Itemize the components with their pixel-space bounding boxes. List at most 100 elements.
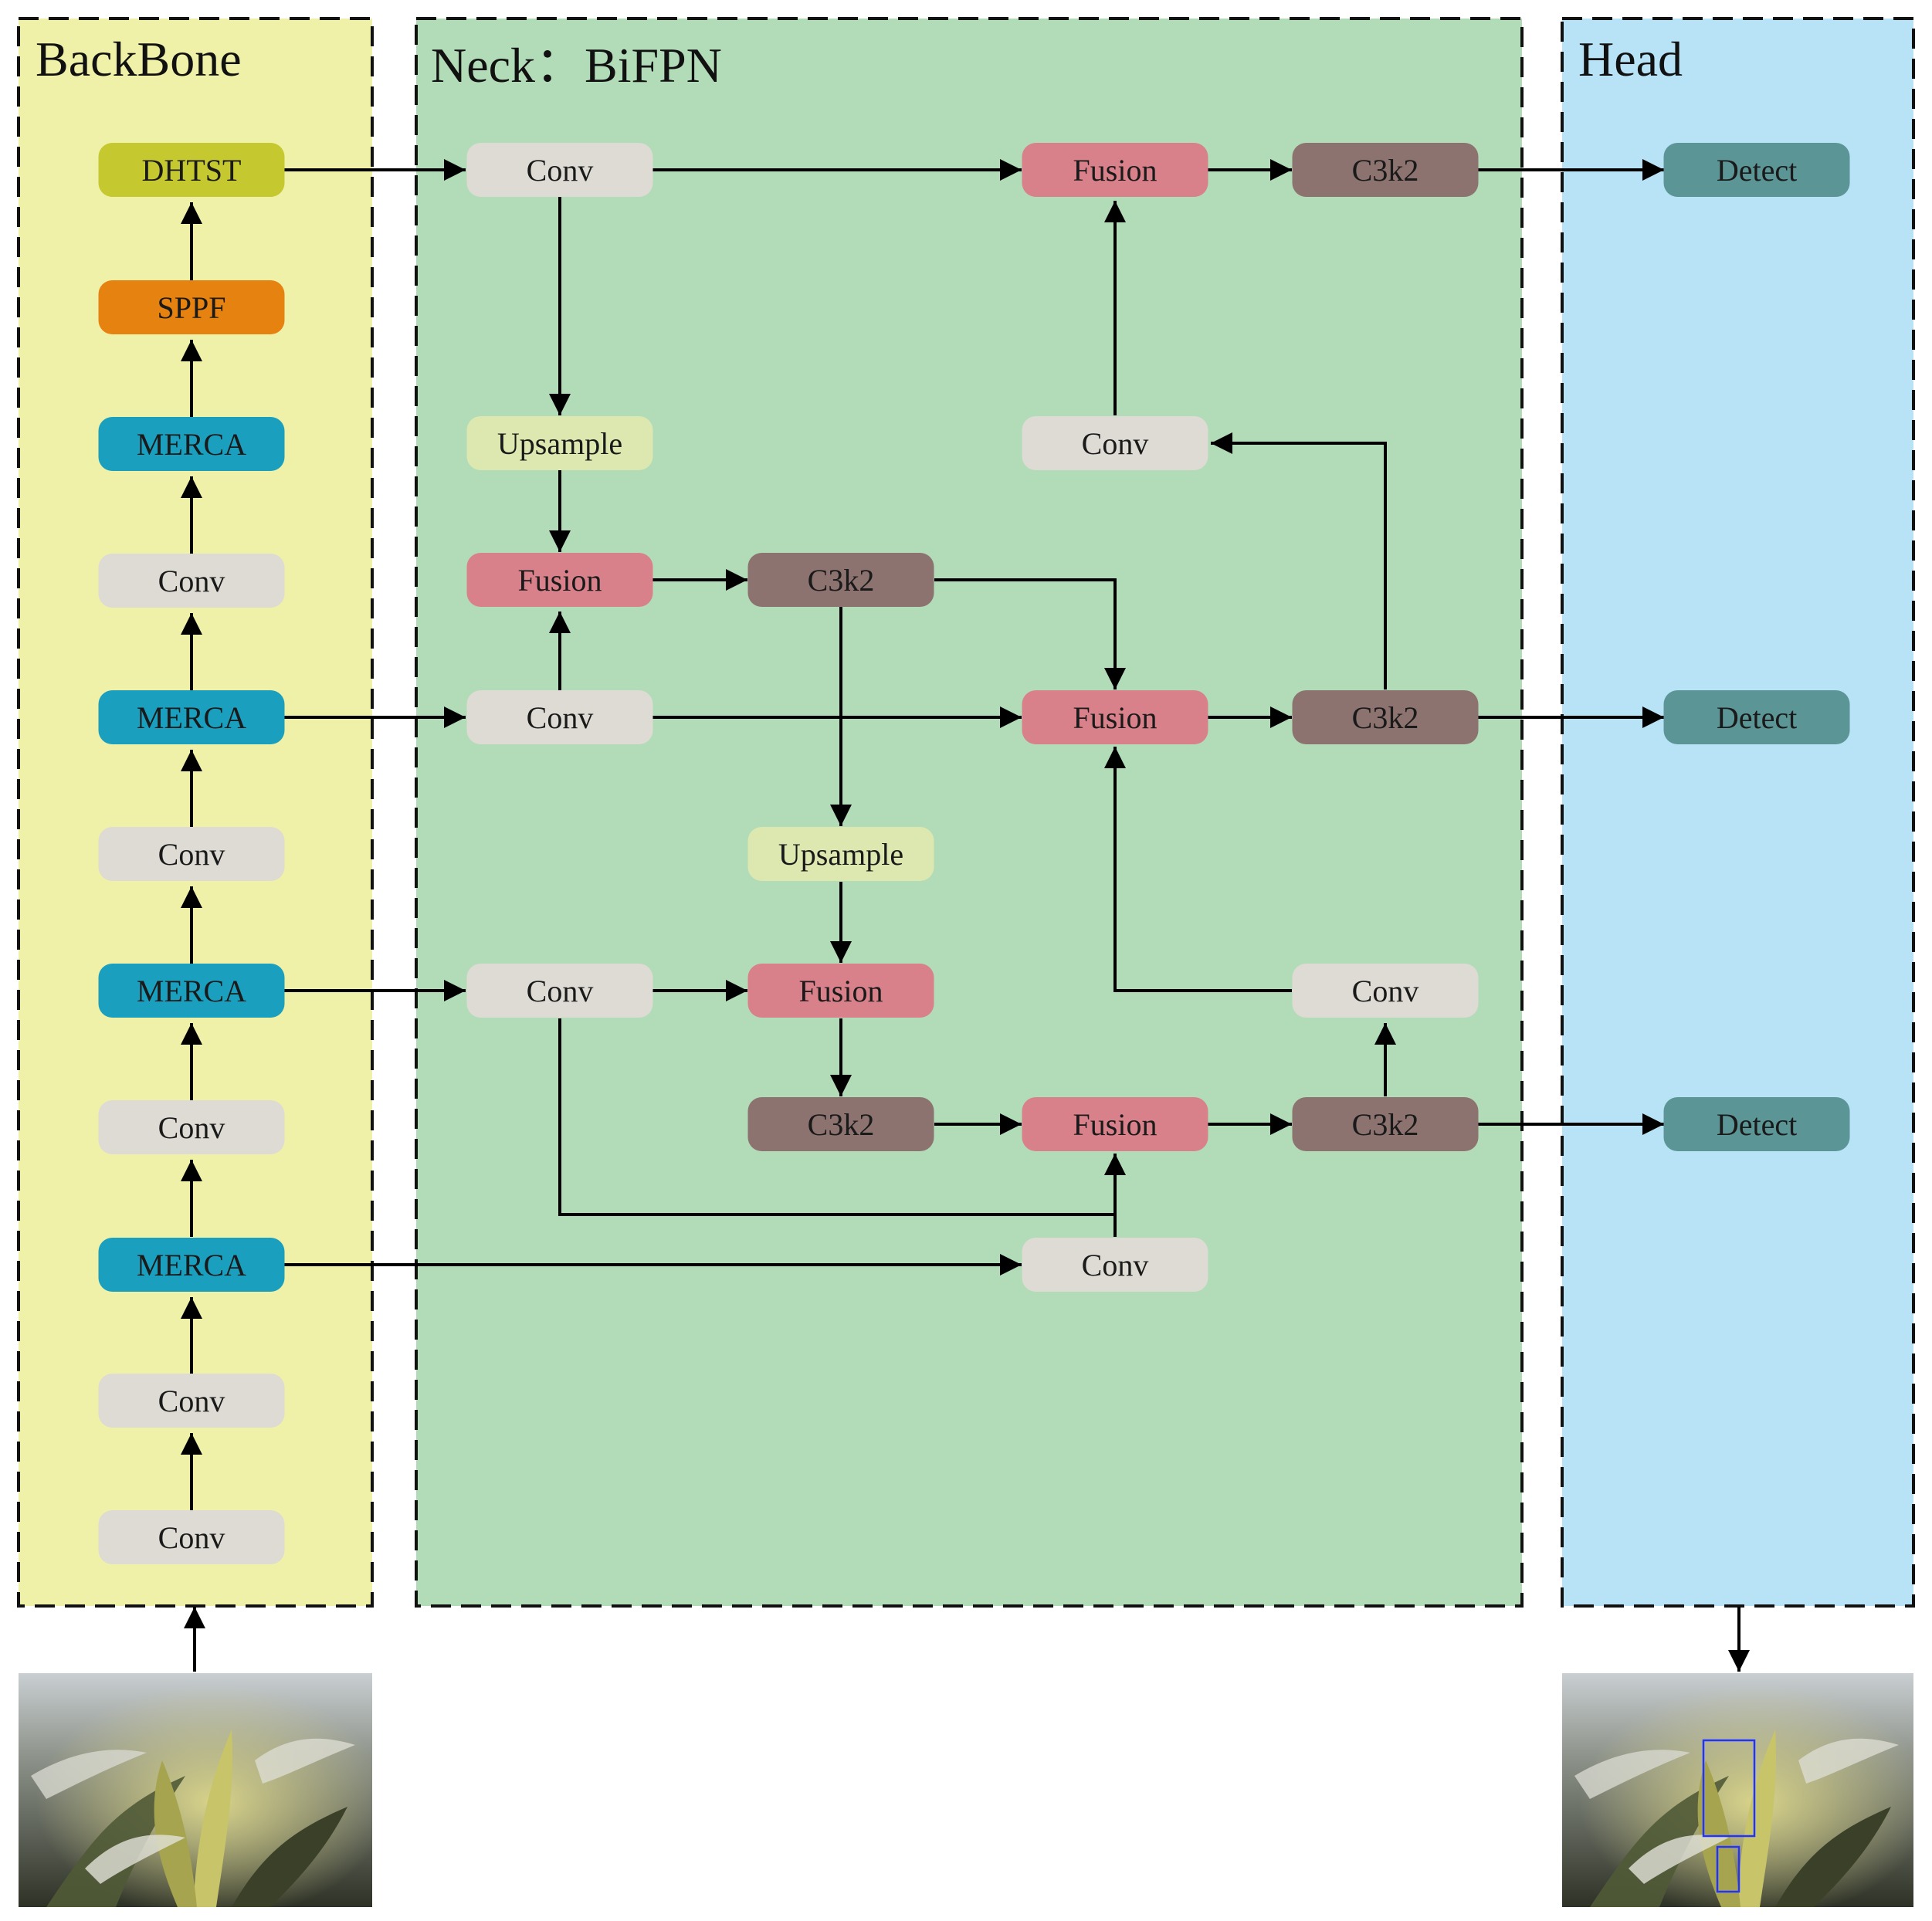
- node-h-det-mid: Detect: [1663, 690, 1850, 744]
- node-box: [98, 280, 285, 334]
- node-label: Conv: [158, 1384, 225, 1418]
- node-n-conv-l3: Conv: [466, 964, 653, 1018]
- node-label: Detect: [1717, 700, 1797, 735]
- edge-c3k2m1-fusionmid: [934, 578, 1126, 689]
- node-box: [1663, 143, 1850, 197]
- nodes: DHTSTSPPFMERCAConvMERCAConvMERCAConvMERC…: [98, 143, 1850, 1564]
- node-label: Fusion: [1073, 700, 1158, 735]
- node-box: [1663, 1097, 1850, 1151]
- node-box: [466, 416, 653, 470]
- node-n-conv-bot: Conv: [1022, 1238, 1208, 1292]
- node-box: [1022, 1097, 1208, 1151]
- node-n-c3k2-m1: C3k2: [747, 553, 934, 607]
- node-label: MERCA: [137, 427, 246, 462]
- node-n-conv-r3: Conv: [1292, 964, 1479, 1018]
- node-label: MERCA: [137, 700, 246, 735]
- node-box: [747, 964, 934, 1018]
- node-label: Conv: [527, 974, 594, 1008]
- node-label: Detect: [1717, 1107, 1797, 1142]
- node-label: MERCA: [137, 974, 246, 1008]
- node-label: DHTST: [142, 153, 242, 188]
- node-box: [98, 827, 285, 881]
- node-b-merca3: MERCA: [98, 690, 285, 744]
- node-box: [466, 143, 653, 197]
- node-label: Upsample: [497, 426, 622, 461]
- node-n-up2: Upsample: [747, 827, 934, 881]
- node-b-merca1: MERCA: [98, 1238, 285, 1292]
- edge-convl3-fusionbot: [558, 1018, 1126, 1216]
- node-box: [1022, 1238, 1208, 1292]
- node-box: [747, 1097, 934, 1151]
- edge-c3k2mid-convupr: [1211, 432, 1387, 689]
- node-label: Fusion: [1073, 1107, 1158, 1142]
- detection-box: [1702, 1739, 1756, 1838]
- backbone-panel: BackBone: [17, 17, 374, 1608]
- node-b-conv1: Conv: [98, 1374, 285, 1428]
- node-b-merca4: MERCA: [98, 417, 285, 471]
- node-b-dhtst: DHTST: [98, 143, 285, 197]
- node-box: [98, 1100, 285, 1154]
- node-box: [98, 1510, 285, 1564]
- node-box: [1292, 143, 1479, 197]
- node-label: C3k2: [808, 1107, 875, 1142]
- node-n-c3k2-m4: C3k2: [747, 1097, 934, 1151]
- node-box: [1022, 143, 1208, 197]
- node-n-conv-top: Conv: [466, 143, 653, 197]
- node-label: Conv: [1082, 426, 1149, 461]
- backbone-title: BackBone: [36, 32, 242, 86]
- node-label: Conv: [158, 1110, 225, 1145]
- node-label: Upsample: [778, 837, 903, 872]
- node-b-conv3: Conv: [98, 827, 285, 881]
- node-n-conv-l2: Conv: [466, 690, 653, 744]
- node-box: [747, 553, 934, 607]
- node-box: [1292, 964, 1479, 1018]
- node-label: Conv: [158, 837, 225, 872]
- node-box: [466, 690, 653, 744]
- node-label: Fusion: [799, 974, 883, 1008]
- head-panel: Head: [1561, 17, 1915, 1608]
- node-b-conv4: Conv: [98, 554, 285, 608]
- node-label: MERCA: [137, 1248, 246, 1282]
- node-n-c3k2-bot: C3k2: [1292, 1097, 1479, 1151]
- node-label: C3k2: [1352, 153, 1419, 188]
- node-label: SPPF: [158, 290, 226, 325]
- node-box: [98, 1374, 285, 1428]
- node-box: [98, 1238, 285, 1292]
- node-n-fusion-bot: Fusion: [1022, 1097, 1208, 1151]
- node-box: [98, 964, 285, 1018]
- node-box: [98, 690, 285, 744]
- node-box: [98, 417, 285, 471]
- node-label: Conv: [527, 700, 594, 735]
- edges: [181, 159, 1750, 1672]
- node-box: [747, 827, 934, 881]
- node-box: [1022, 416, 1208, 470]
- output-photo: [1562, 1673, 1913, 1907]
- node-label: Conv: [158, 1520, 225, 1555]
- node-h-det-bot: Detect: [1663, 1097, 1850, 1151]
- node-n-fusion-mid: Fusion: [1022, 690, 1208, 744]
- node-box: [1022, 690, 1208, 744]
- node-box: [466, 964, 653, 1018]
- node-b-conv0: Conv: [98, 1510, 285, 1564]
- node-n-fusion-top: Fusion: [1022, 143, 1208, 197]
- node-h-det-top: Detect: [1663, 143, 1850, 197]
- node-n-conv-up-r: Conv: [1022, 416, 1208, 470]
- node-label: Conv: [1082, 1248, 1149, 1282]
- neck-title: Neck：BiFPN: [431, 38, 722, 93]
- node-label: Fusion: [518, 563, 602, 598]
- node-n-c3k2-mid: C3k2: [1292, 690, 1479, 744]
- node-label: C3k2: [1352, 700, 1419, 735]
- node-n-up1: Upsample: [466, 416, 653, 470]
- node-b-conv2: Conv: [98, 1100, 285, 1154]
- node-label: Conv: [1352, 974, 1419, 1008]
- node-label: Conv: [158, 564, 225, 598]
- node-b-merca2: MERCA: [98, 964, 285, 1018]
- node-box: [1292, 1097, 1479, 1151]
- input-photo: [19, 1673, 372, 1907]
- node-box: [466, 553, 653, 607]
- node-box: [98, 143, 285, 197]
- detection-box: [1716, 1845, 1740, 1893]
- node-box: [98, 554, 285, 608]
- edge-convr3-fusionmid: [1104, 747, 1292, 992]
